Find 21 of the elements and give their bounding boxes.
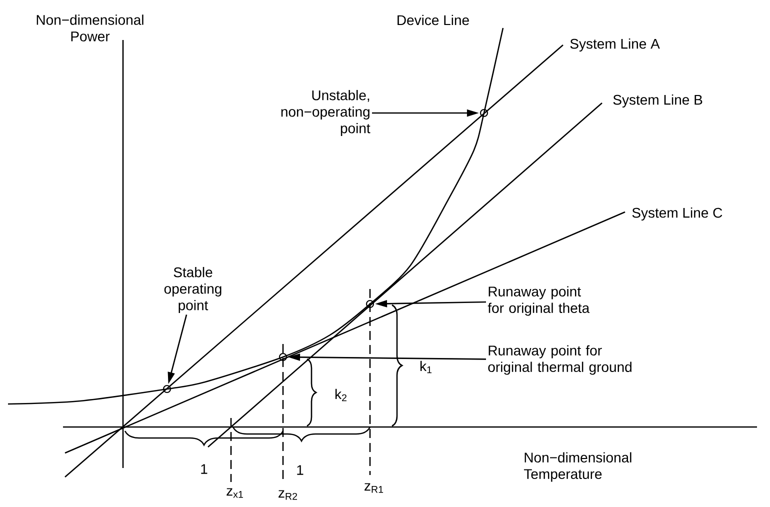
brace-label: k$_{2}$ [335,388,346,402]
axis-label: Non−dimensional Temperature [524,452,632,482]
tick-label: z$_{x1}$ [226,488,243,498]
tick-label: z$_{R1}$ [364,483,384,493]
point-marker [366,300,374,308]
point-marker [278,352,288,362]
annotation-text: Runaway point for original thermal ground [488,345,632,375]
brace-label: 1 [297,465,304,475]
line-label: System Line A [570,38,660,52]
brace-label: 1 [201,464,208,474]
point-marker [480,108,488,118]
line-label: System Line B [613,94,702,108]
point-marker [162,384,172,394]
axis-label: Non−dimensional Power [36,14,144,42]
tick-label: z$_{R2}$ [278,490,298,500]
annotation-text: Unstable, non−operating point [281,90,370,136]
line-label: System Line C [632,207,722,221]
line-label: Device Line [398,14,469,26]
annotation-text: Runaway point for original theta [488,286,590,316]
annotation-text: Stable operating point [164,266,222,314]
brace-label: k$_{1}$ [420,360,432,374]
